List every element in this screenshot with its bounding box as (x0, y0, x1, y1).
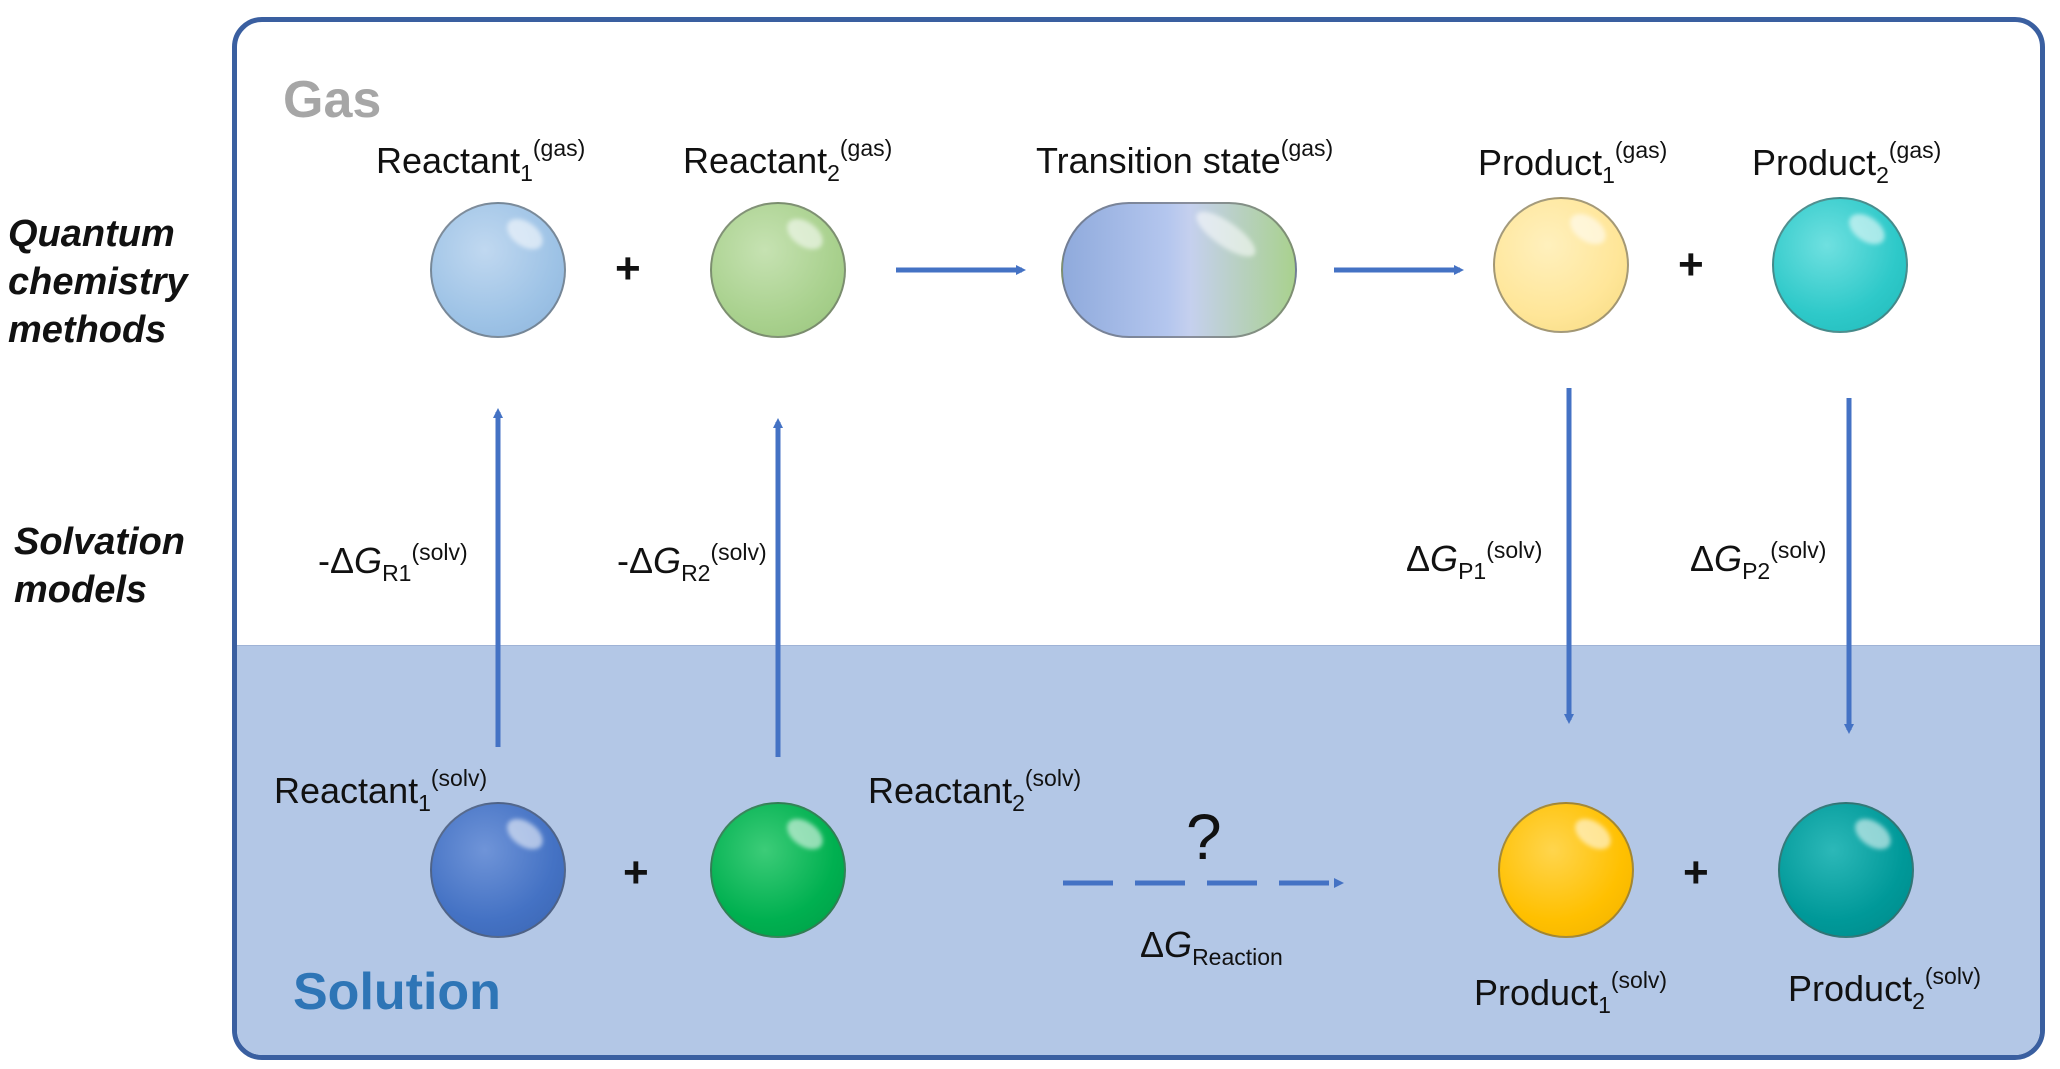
product2-solv-label: Product2(solv) (1788, 963, 1982, 1015)
reactant1-gas-label: Reactant1(gas) (376, 135, 586, 187)
delta-g-reaction-label: ΔGReaction (1140, 924, 1283, 971)
reactant2-gas-sphere (710, 202, 846, 338)
product1-gas-sphere (1493, 197, 1629, 333)
solution-region-title: Solution (293, 963, 501, 1021)
product2-gas-sphere (1772, 197, 1908, 333)
delta-g-p2-label: ΔGP2(solv) (1690, 537, 1827, 585)
plus-sign-gas-products: + (1678, 240, 1704, 289)
plus-sign-solv-reactants: + (623, 848, 649, 897)
reactant1-gas-sphere (430, 202, 566, 338)
product2-solv-sphere (1778, 802, 1914, 938)
reactant1-solv-sphere (430, 802, 566, 938)
solvation-models-label: Solvation models (14, 521, 186, 611)
reactant1-solv-label: Reactant1(solv) (274, 765, 488, 817)
product1-solv-sphere (1498, 802, 1634, 938)
quantum-chemistry-methods-label: Quantum chemistry methods (8, 213, 188, 351)
product1-gas-label: Product1(gas) (1478, 137, 1668, 189)
product1-solv-label: Product1(solv) (1474, 967, 1668, 1019)
reactant2-gas-label: Reactant2(gas) (683, 135, 893, 187)
reactant2-solv-sphere (710, 802, 846, 938)
transition-state-capsule (1061, 202, 1297, 338)
product2-gas-label: Product2(gas) (1752, 137, 1942, 189)
plus-sign-solv-products: + (1683, 848, 1709, 897)
gas-region-title: Gas (283, 71, 382, 129)
plus-sign-gas-reactants: + (615, 244, 641, 293)
question-mark: ? (1186, 801, 1222, 873)
transition-state-gas-label: Transition state(gas) (1036, 135, 1334, 182)
delta-g-r2-label: -ΔGR2(solv) (617, 539, 767, 587)
diagram-frame: Gas Solution (232, 17, 2045, 1060)
reactant2-solv-label: Reactant2(solv) (868, 765, 1082, 817)
delta-g-r1-label: -ΔGR1(solv) (318, 539, 468, 587)
delta-g-p1-label: ΔGP1(solv) (1406, 537, 1543, 585)
